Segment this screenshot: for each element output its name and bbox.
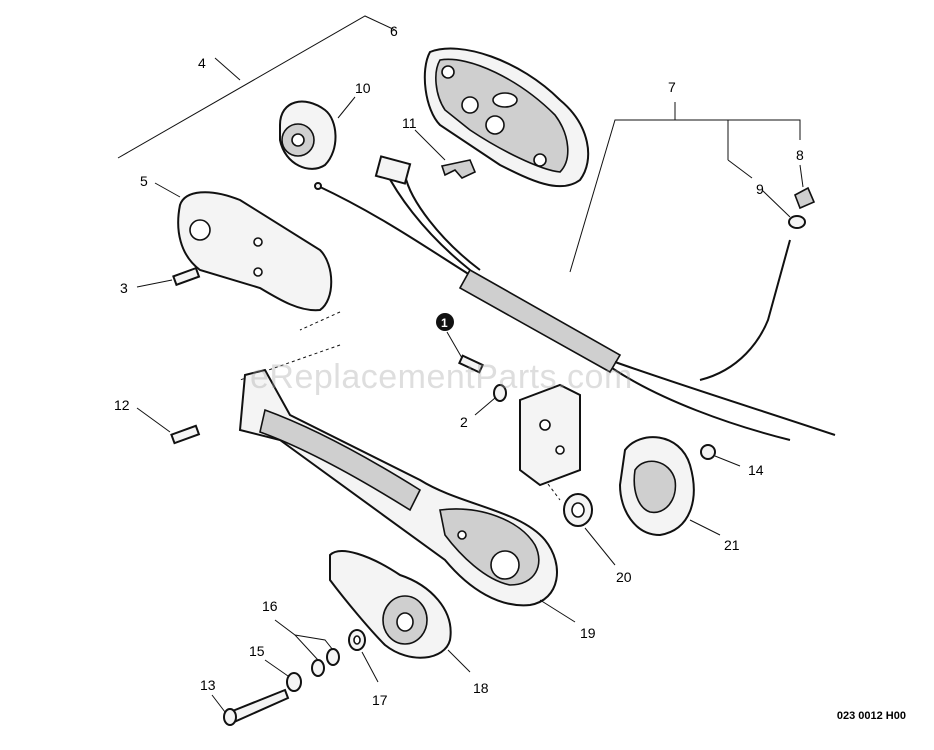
- callout-13: 13: [200, 677, 216, 693]
- callout-17: 17: [372, 692, 388, 708]
- callout-5: 5: [140, 173, 148, 189]
- part-7-wire-harness: [314, 155, 836, 441]
- part-20-washer: [563, 493, 616, 566]
- part-21-trigger-housing: [618, 436, 721, 537]
- group-7-bracket: [569, 102, 801, 273]
- part-13-bolt: [211, 688, 290, 726]
- callout-16: 16: [262, 598, 278, 614]
- callout-19: 19: [580, 625, 596, 641]
- part-10-switch-knob: [279, 100, 337, 170]
- part-14-nut: [700, 444, 741, 467]
- part-18-lever-arm: [329, 550, 471, 673]
- part-17-washer: [348, 629, 379, 683]
- callout-14: 14: [748, 462, 764, 478]
- callout-3: 3: [120, 280, 128, 296]
- part-11-clip: [440, 159, 477, 179]
- callout-10: 10: [355, 80, 371, 96]
- callout-labels: 1 2 3 4 5 6 7 8 9 10 11 12 13 14 15 16 1…: [114, 23, 804, 708]
- watermark: eReplacementParts.com: [250, 358, 633, 396]
- part-16-washers: [274, 619, 340, 677]
- part-6-handle-half: [423, 47, 590, 188]
- callout-8: 8: [796, 147, 804, 163]
- callout-7: 7: [668, 79, 676, 95]
- part-19-handle-grip: [238, 368, 576, 623]
- switch-block: [519, 383, 581, 487]
- callout-21: 21: [724, 537, 740, 553]
- callout-2: 2: [460, 414, 468, 430]
- group-4-bracket: [117, 15, 396, 159]
- callout-11: 11: [402, 115, 417, 131]
- part-5-cover-plate: [177, 191, 333, 312]
- part-1-screw: [446, 331, 484, 374]
- reference-code: 023 0012 H00: [836, 710, 906, 722]
- callout-20: 20: [616, 569, 632, 585]
- part-9-washer: [788, 215, 806, 229]
- callout-4: 4: [198, 55, 206, 71]
- callout-1: 1: [441, 316, 448, 330]
- part-3-screw: [136, 266, 201, 288]
- callout-15: 15: [249, 643, 265, 659]
- callout-1-badge: [436, 313, 454, 331]
- part-12-screw: [136, 407, 201, 445]
- callout-18: 18: [473, 680, 489, 696]
- callout-9: 9: [756, 181, 764, 197]
- part-2-washer: [474, 384, 507, 416]
- callout-6: 6: [390, 23, 398, 39]
- callout-12: 12: [114, 397, 130, 413]
- leader-lines: [154, 96, 804, 218]
- part-8-connector: [794, 186, 816, 210]
- part-15-washer: [264, 659, 302, 692]
